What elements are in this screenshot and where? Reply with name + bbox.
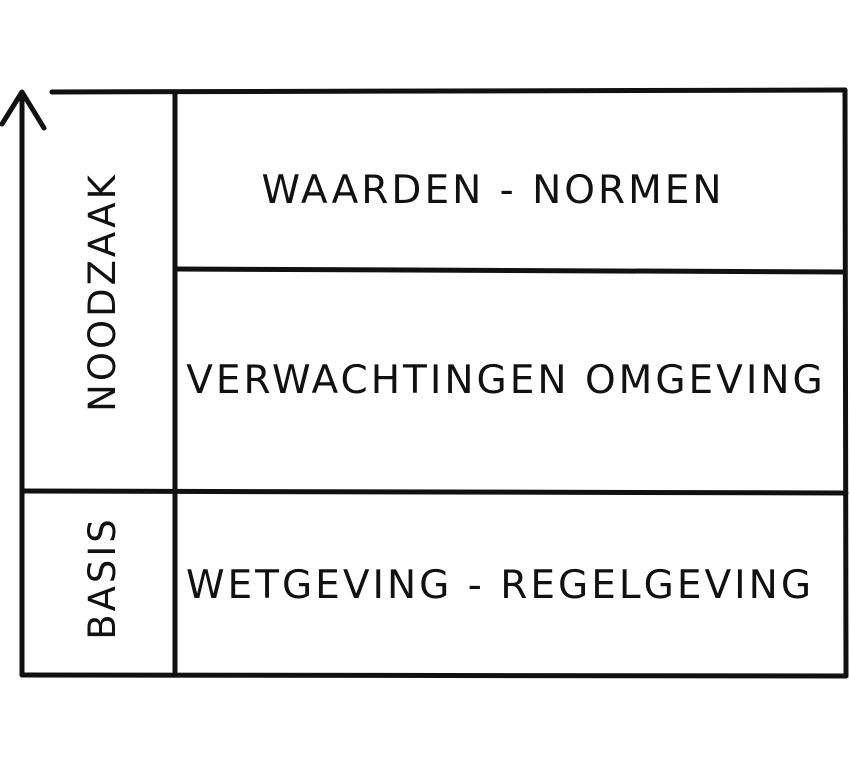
row-label-waarden-normen: WAARDEN - NORMEN <box>261 168 724 213</box>
axis-label-basis: BASIS <box>81 516 124 640</box>
arrow-up-icon <box>0 89 47 131</box>
axis-label-noodzaak: NOODZAAK <box>81 172 124 412</box>
outer-frame-bottom <box>19 672 849 679</box>
row-divider-2 <box>19 488 849 496</box>
outer-frame-top <box>49 87 848 95</box>
outer-frame-right <box>842 87 849 679</box>
row-divider-1 <box>172 266 848 275</box>
row-label-wetgeving-regelgeving: WETGEVING - REGELGEVING <box>186 563 814 608</box>
row-label-verwachtingen-omgeving: VERWACHTINGEN OMGEVING <box>186 358 826 403</box>
